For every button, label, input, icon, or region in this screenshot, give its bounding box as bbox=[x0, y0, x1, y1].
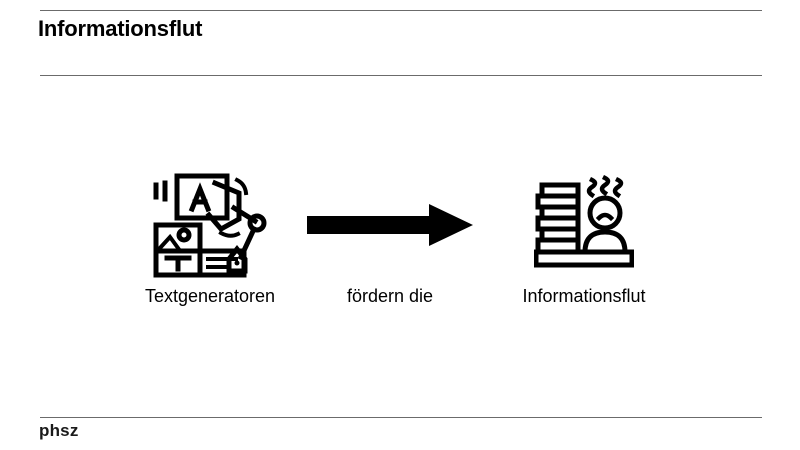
diagram-caption-flood: Informationsflut bbox=[522, 286, 646, 306]
header-rule-bottom bbox=[40, 75, 762, 76]
diagram-item-link: fördern die bbox=[290, 170, 490, 308]
diagram-item-flood: Informationsflut bbox=[480, 170, 688, 308]
header-rule-top bbox=[40, 10, 762, 11]
diagram-item-generators: Textgeneratoren bbox=[110, 170, 310, 308]
right-arrow-icon bbox=[290, 170, 490, 280]
document-stack-stressed-person-icon bbox=[480, 170, 688, 280]
footer-logo: phsz bbox=[39, 421, 79, 440]
diagram: Textgeneratoren fördern die bbox=[0, 150, 800, 330]
diagram-caption-generators: Textgeneratoren bbox=[144, 286, 276, 306]
footer-rule bbox=[40, 417, 762, 418]
robot-arm-text-generator-icon bbox=[110, 170, 310, 280]
page-title: Informationsflut bbox=[38, 16, 203, 41]
diagram-caption-link: fördern die bbox=[346, 286, 434, 306]
